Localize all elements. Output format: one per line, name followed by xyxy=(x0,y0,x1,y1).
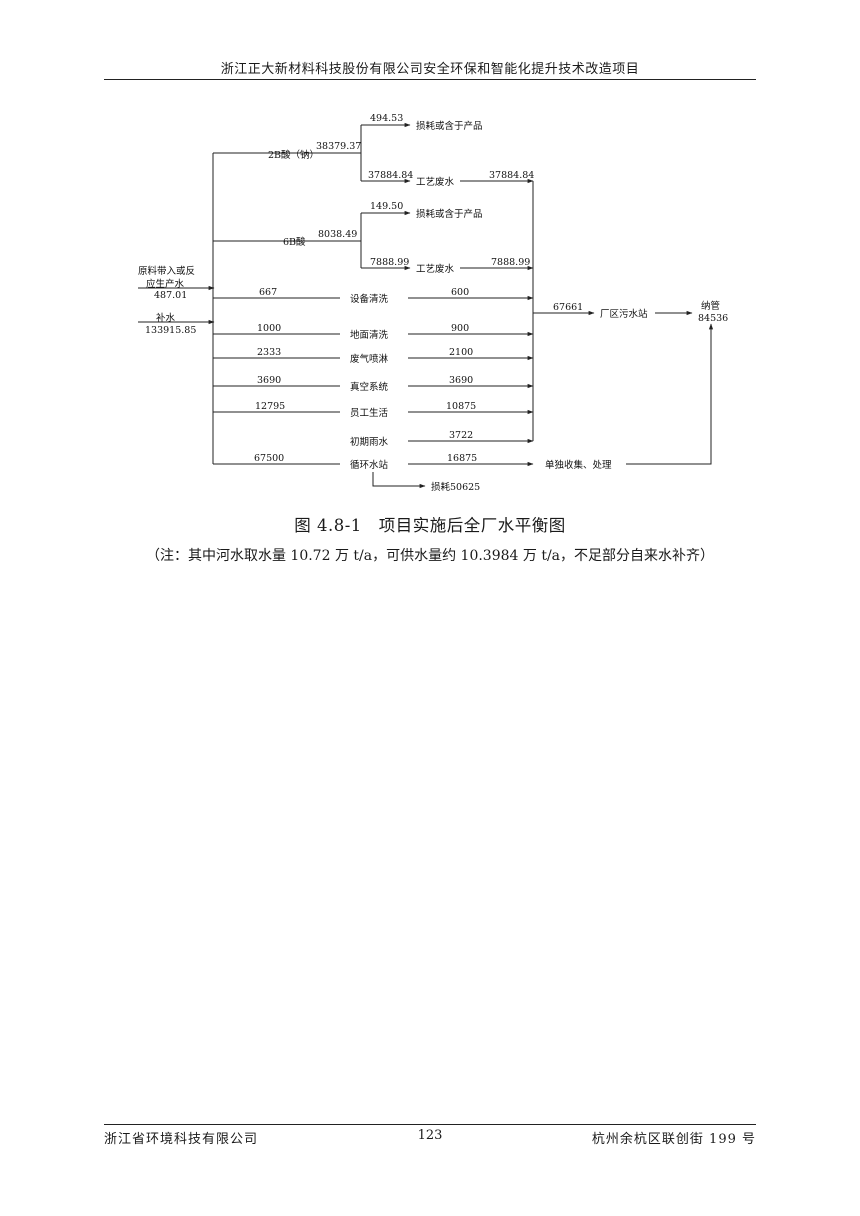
unit-row-1: 1000 地面清洗 900 xyxy=(213,323,534,341)
header-rule xyxy=(104,79,756,80)
unit-out-value: 600 xyxy=(451,287,469,298)
acid2b-waste-label: 工艺废水 xyxy=(416,176,455,188)
page-header: 浙江正大新材料科技股份有限公司安全环保和智能化提升技术改造项目 xyxy=(220,62,640,77)
separate-treatment-line xyxy=(626,323,714,465)
acid6b-waste-value: 7888.99 xyxy=(370,257,409,268)
unit-row-2: 2333 废气喷淋 2100 xyxy=(213,347,534,365)
unit-out-value: 3690 xyxy=(449,375,473,386)
discharge-value: 84536 xyxy=(698,313,728,324)
unit-in-value: 667 xyxy=(259,287,277,298)
unit-row-0: 667 设备清洗 600 xyxy=(213,287,534,305)
acid6b-loss-label: 损耗或含于产品 xyxy=(416,208,483,220)
figure-note: （注：其中河水取水量 10.72 万 t/a，可供水量约 10.3984 万 t… xyxy=(145,548,715,564)
unit-in-value: 1000 xyxy=(257,323,281,334)
unit-name: 真空系统 xyxy=(350,381,389,393)
unit-in-value: 67500 xyxy=(254,453,284,464)
acid2b-out-value: 37884.84 xyxy=(489,170,534,181)
unit-out-value: 3722 xyxy=(449,430,473,441)
figure-caption: 图 4.8-1 项目实施后全厂水平衡图 xyxy=(294,516,566,535)
discharge-label: 纳管 xyxy=(701,300,720,312)
acid2b-loss-value: 494.53 xyxy=(370,113,403,124)
unit-in-value: 12795 xyxy=(255,401,285,412)
unit-out-value: 10875 xyxy=(446,401,476,412)
acid6b-loss-value: 149.50 xyxy=(370,201,403,212)
acid6b-in-value: 8038.49 xyxy=(318,229,357,240)
unit-out-value: 16875 xyxy=(447,453,477,464)
unit-name: 地面清洗 xyxy=(350,329,389,341)
unit-out-value: 2100 xyxy=(449,347,473,358)
acid6b-out-value: 7888.99 xyxy=(491,257,530,268)
station-in-value: 67661 xyxy=(553,302,583,313)
unit-in-value: 3690 xyxy=(257,375,281,386)
raw-water-label-1: 原料带入或反 xyxy=(138,265,195,277)
acid2b-name: 2B酸（钠） xyxy=(268,149,319,161)
footer-address: 杭州余杭区联创街 199 号 xyxy=(591,1132,756,1147)
unit-name: 员工生活 xyxy=(350,407,389,419)
unit-name: 废气喷淋 xyxy=(350,353,389,365)
acid2b-waste-value: 37884.84 xyxy=(368,170,413,181)
unit-row-5: 初期雨水 3722 xyxy=(350,430,534,448)
page-number: 123 xyxy=(417,1128,443,1143)
makeup-water-label: 补水 xyxy=(156,312,176,324)
acid6b-waste-label: 工艺废水 xyxy=(416,263,455,275)
unit-out-value: 900 xyxy=(451,323,469,334)
plant-station-label: 厂区污水站 xyxy=(600,308,648,320)
footer-company: 浙江省环境科技有限公司 xyxy=(104,1132,259,1147)
unit-row-4: 12795 员工生活 10875 xyxy=(213,401,534,419)
circulation-loss-line xyxy=(372,472,426,489)
raw-water-label-2: 应生产水 xyxy=(146,278,185,290)
acid2b-loss-label: 损耗或含于产品 xyxy=(416,120,483,132)
unit-name: 初期雨水 xyxy=(350,436,389,448)
unit-row-3: 3690 真空系统 3690 xyxy=(213,375,534,393)
raw-water-value: 487.01 xyxy=(154,290,187,301)
unit-row-6: 67500 循环水站 16875 xyxy=(213,453,534,471)
unit-in-value: 2333 xyxy=(257,347,281,358)
acid2b-in-value: 38379.37 xyxy=(316,141,361,152)
makeup-water-value: 133915.85 xyxy=(145,325,196,336)
unit-name: 设备清洗 xyxy=(350,293,389,305)
acid6b-name: 6B酸 xyxy=(283,236,306,248)
unit-name: 循环水站 xyxy=(350,459,389,471)
circulation-loss-label: 损耗50625 xyxy=(431,481,480,493)
footer-rule xyxy=(104,1124,756,1125)
water-balance-diagram: 原料带入或反 应生产水 487.01 补水 133915.85 2B酸（钠） 3… xyxy=(138,113,728,493)
separate-treatment-label: 单独收集、处理 xyxy=(545,459,612,471)
